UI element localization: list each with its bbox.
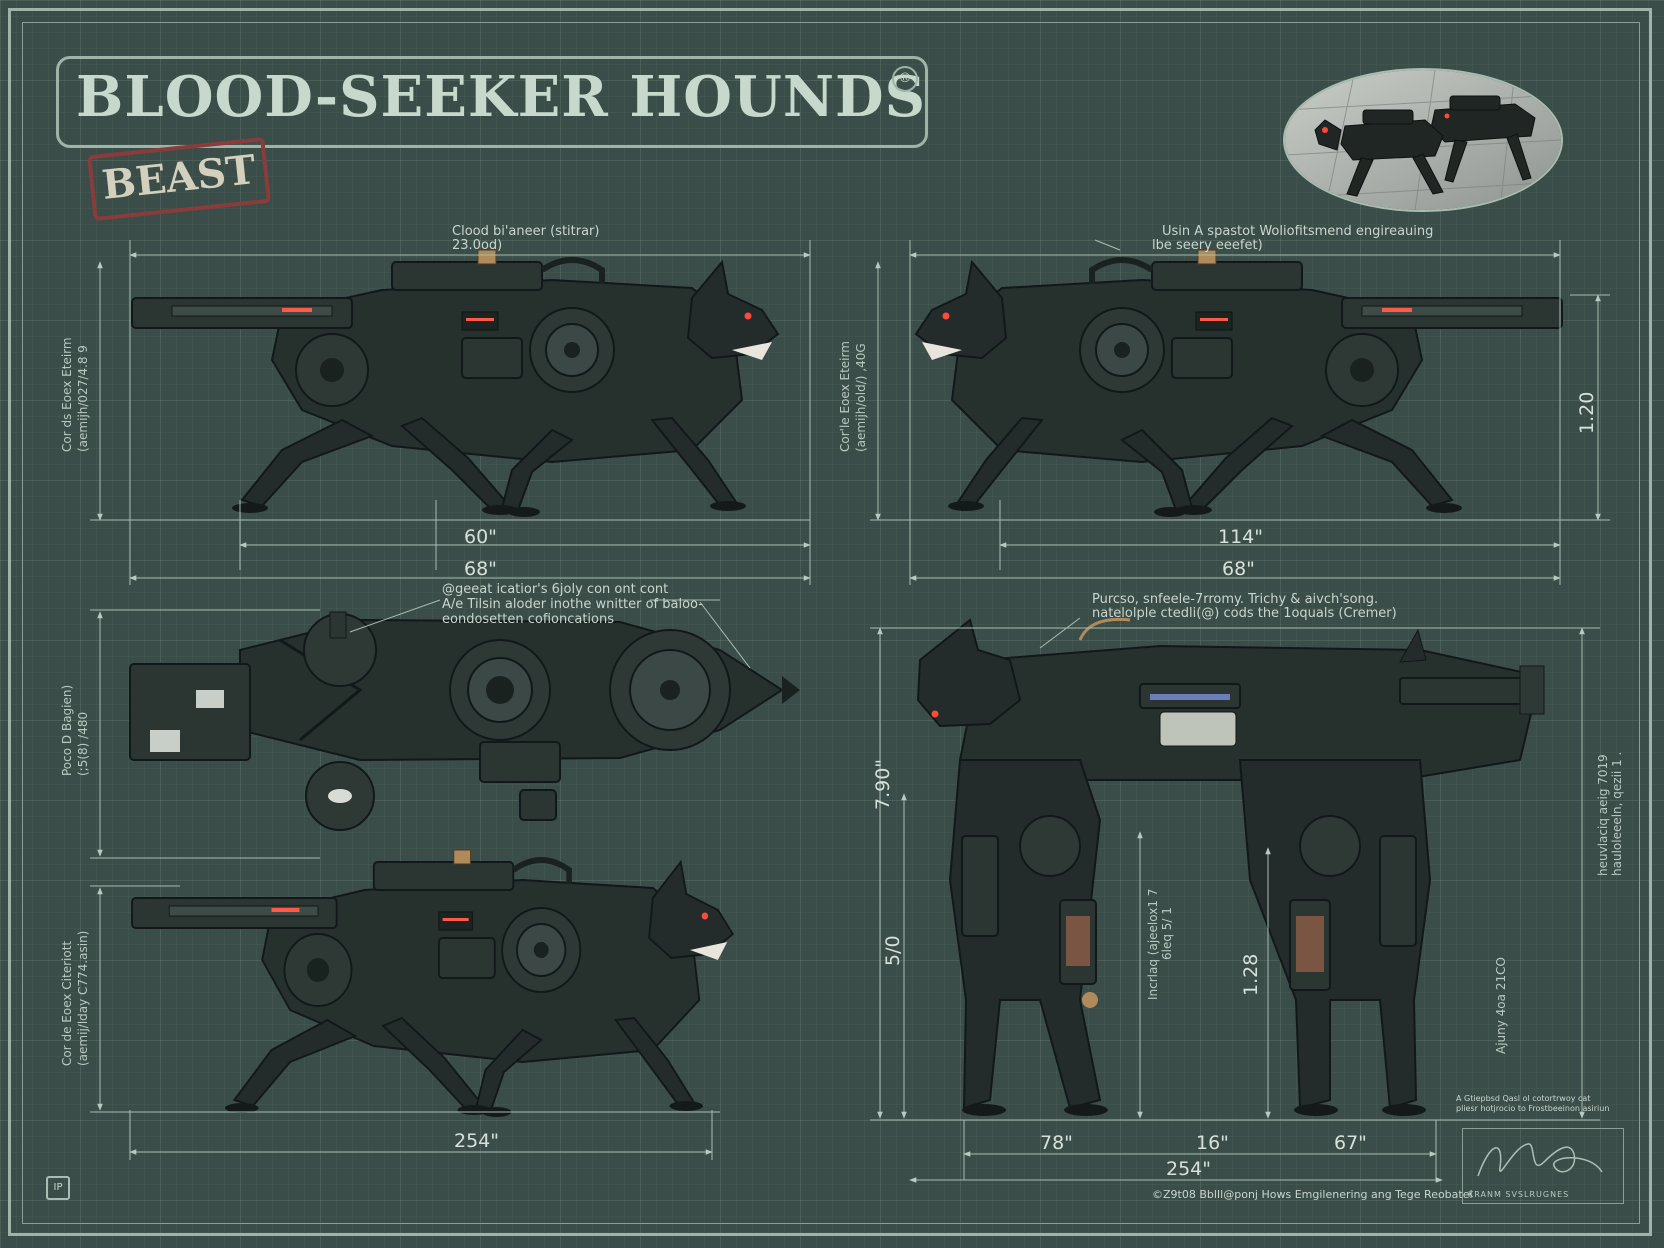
note-mid-left-line3: eondosetten cofioncations [442, 612, 615, 627]
logo-mark: IP [46, 1176, 70, 1200]
side-view-lower [132, 850, 733, 1117]
view2-side-label-a: Cor'le Eoex Eteirm [838, 341, 852, 452]
front-view [916, 617, 1545, 1116]
note-mid-left-line1: @geeat icatior's 6joly con ont cont [442, 582, 669, 597]
view1-dimension-lines [90, 240, 811, 585]
note-top-left-line2: 23.0od) [452, 238, 503, 253]
top-view [129, 611, 800, 831]
dim-view4-length: 254" [454, 1130, 500, 1152]
corner-note: A Gtiepbsd Qasl ol cotortrwoy cat pliesr… [1456, 1094, 1609, 1114]
view5-side-label-b: hauloleeeln, qezii 1 . [1610, 751, 1624, 876]
view5-side-label-a: heuvlaciq aeig 7019 [1596, 754, 1610, 876]
page-title: BLOOD-SEEKER HOUNDS [76, 64, 927, 130]
note-top-right-line2: lbe seery eeefet) [1152, 238, 1263, 253]
note-top-left-line1: Clood bi'aneer (stitrar) [452, 224, 600, 239]
view4-dimension-lines [90, 885, 720, 1160]
dim-view5-leg-height: 5/0 [882, 935, 904, 966]
hound-photo-illustration [1285, 70, 1561, 210]
view1-side-label-a: Cor ds Eoex Eteirm [60, 337, 74, 452]
view3-side-label-a: Poco D Bagien) [60, 684, 74, 776]
view4-side-label-a: Cor de Eoex Citeriott [60, 940, 74, 1066]
view5-side-label-d: Incrlaq (ajeelox1 7 [1146, 888, 1160, 1000]
view5-side-label-e: 6leq 5/ 1 [1160, 907, 1174, 960]
note-top-right-line1: Usin A spastot Woliofitsmend engireauing [1162, 224, 1434, 239]
view1-side-label-b: (aemijh/027/4.8 9 [76, 345, 90, 452]
note-mid-right-line2: natelolple ctedli(@) cods the 1oquals (C… [1092, 606, 1397, 621]
title-banner [56, 56, 928, 148]
corner-note-line2: pliesr hotjrocio to Frostbeeinon asiriun [1456, 1104, 1610, 1113]
side-view-right [916, 250, 1562, 517]
view3-dimension-lines [90, 599, 751, 859]
signature-mark [1477, 1143, 1603, 1177]
dim-view5-width3: 67" [1334, 1132, 1367, 1154]
dim-view2-inner: 114" [1218, 526, 1264, 548]
view5-dimension-lines [870, 617, 1600, 1183]
sheet-frame-inner [22, 22, 1640, 1224]
side-view-left [132, 250, 778, 517]
view3-side-label-b: (;5(8) /480 [76, 711, 90, 776]
dim-view5-width2: 16" [1196, 1132, 1229, 1154]
dim-view2-height: 1.20 [1576, 391, 1598, 434]
dim-view1-outer: 68" [464, 558, 497, 580]
signature-box [1462, 1128, 1624, 1204]
dim-view5-leg2-height: 1.28 [1240, 953, 1262, 996]
corner-note-line1: A Gtiepbsd Qasl ol cotortrwoy cat [1456, 1094, 1591, 1103]
note-mid-right-line1: Purcso, snfeele-7rromy. Trichy & aivch's… [1092, 592, 1379, 607]
signature-caption: KRANM SVSLRUGNES [1468, 1190, 1570, 1199]
registered-mark: ® [892, 66, 918, 92]
dim-view1-inner: 60" [464, 526, 497, 548]
view4-side-label-b: (aemij/lday C774.asin) [76, 930, 90, 1066]
dim-view2-outer: 68" [1222, 558, 1255, 580]
dim-view5-total-width: 254" [1166, 1158, 1212, 1180]
view2-side-label-b: (aemijh/old/) ,40G [854, 343, 868, 452]
footer-credit: ©Z9t08 BblIl@ponj Hows Emgilenering ang … [1152, 1188, 1473, 1201]
view5-side-label-c: Ajuny 4oa 21CO [1494, 957, 1508, 1054]
note-mid-left-line2: A/e Tilsin aloder inothe wnitter of balo… [442, 597, 703, 612]
sheet-frame-outer [8, 8, 1652, 1236]
hound-photo-inset [1283, 68, 1563, 212]
view2-dimension-lines [870, 239, 1610, 585]
dim-view5-total-height: 7.90" [872, 758, 894, 810]
dim-view5-width1: 78" [1040, 1132, 1073, 1154]
